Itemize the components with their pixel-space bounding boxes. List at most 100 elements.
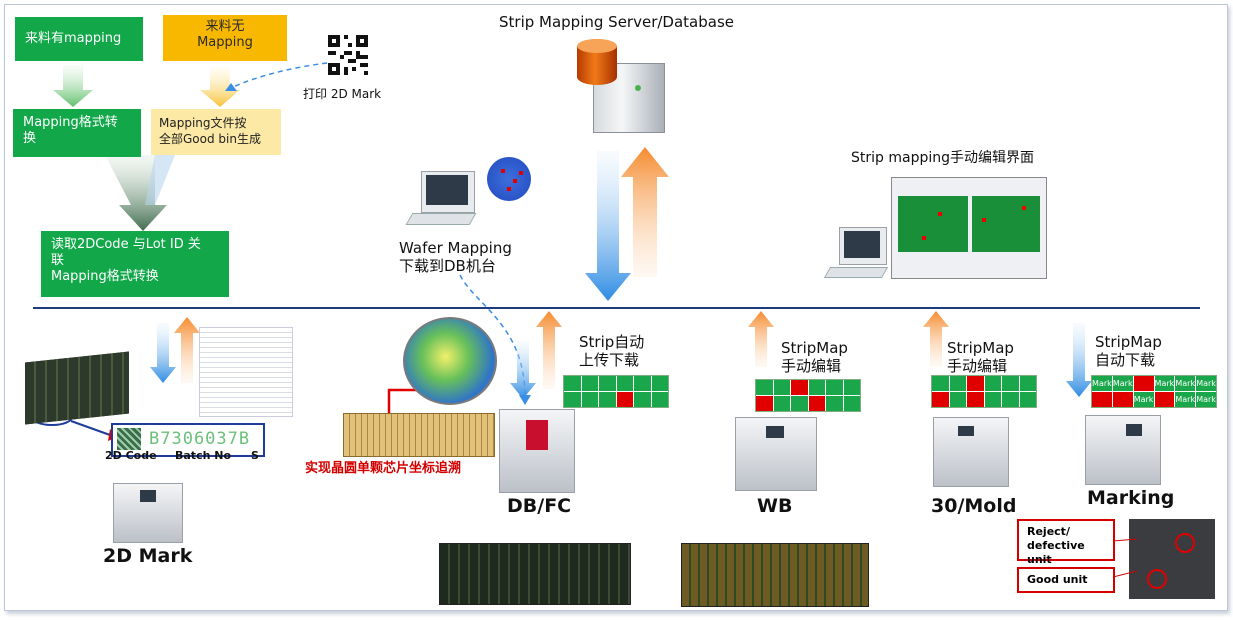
box-incoming-with-mapping: 来料有mapping xyxy=(15,17,143,61)
diagram-frame: 来料有mapping 来料无 Mapping Mapping格式转 换 Mapp… xyxy=(4,4,1228,611)
wafer-map-thumbnail xyxy=(487,157,531,201)
box-incoming-with-mapping-label: 来料有mapping xyxy=(25,31,122,46)
unit-cell-mark: Mark xyxy=(1196,376,1216,391)
edit-defect-dot xyxy=(982,218,986,222)
box-mapping-convert-line1: Mapping格式转 xyxy=(23,115,118,130)
unit-cell-good xyxy=(651,376,668,391)
substrate-image xyxy=(343,413,495,457)
flow-arrow-yellow-1 xyxy=(200,67,240,107)
unit-cell-good xyxy=(1019,392,1036,407)
legend-good-box: Good unit xyxy=(1017,567,1115,593)
unit-cell-reject xyxy=(791,380,808,395)
strip-map-mold xyxy=(931,375,1037,408)
box-mapping-convert: Mapping格式转 换 xyxy=(13,109,141,157)
unit-cell-good xyxy=(756,380,773,395)
unit-cell-good xyxy=(651,392,668,407)
unit-cell-good xyxy=(581,376,598,391)
edit-software-screenshot xyxy=(891,177,1047,279)
arrow-down-dbfc xyxy=(510,341,536,399)
arrow-up-mold xyxy=(923,311,949,367)
strip-photo-2dmark xyxy=(25,351,129,425)
station-marking: Marking xyxy=(1087,487,1175,509)
edit-defect-dot xyxy=(938,212,942,216)
stripmap-marking-line2: 自动下载 xyxy=(1095,351,1156,369)
marking-machine-photo xyxy=(1085,415,1161,485)
arrow-down-2dmark xyxy=(150,323,176,383)
server-database-icon xyxy=(565,35,669,133)
unit-cell-good xyxy=(599,392,616,407)
datamatrix-icon xyxy=(117,428,141,450)
box-incoming-without-mapping-line1: 来料无 xyxy=(205,19,245,34)
unit-cell-reject xyxy=(1133,376,1154,391)
unit-cell-mark: Mark xyxy=(1175,392,1196,407)
unit-cell-good xyxy=(616,376,633,391)
wafer-dot xyxy=(501,169,505,173)
qr-code-icon xyxy=(328,35,368,75)
legend-pointers xyxy=(1113,538,1137,578)
label-batch-no: Batch No xyxy=(175,449,232,462)
unit-cell-mark: Mark xyxy=(1133,392,1154,407)
edit-defect-dot xyxy=(922,236,926,240)
edit-grid-right xyxy=(972,196,1040,252)
unit-cell-good xyxy=(843,380,860,395)
unit-cell-reject xyxy=(1112,392,1133,407)
unit-cell-good xyxy=(843,396,860,411)
legend-reject-box: Reject/ defective unit xyxy=(1017,519,1115,566)
wafer-map-image xyxy=(403,317,497,405)
stripmap-marking-label: StripMap 自动下载 xyxy=(1095,333,1162,369)
stripmap-wb-line2: 手动编辑 xyxy=(781,357,842,375)
strip-highlight-pointer xyxy=(70,420,111,436)
box-incoming-without-mapping-line2: Mapping xyxy=(197,35,253,50)
unit-cell-reject xyxy=(967,376,984,391)
flow-arrow-merge-light xyxy=(145,155,175,205)
strip-map-wb xyxy=(755,379,861,412)
database-cylinder-top xyxy=(577,39,617,53)
unit-cell-good xyxy=(826,380,843,395)
legend-reject-line1: Reject/ xyxy=(1027,525,1070,538)
wafer-dot xyxy=(513,179,517,183)
server-led xyxy=(635,85,641,91)
unit-cell-reject xyxy=(808,396,825,411)
box-read-2dcode-line3: Mapping格式转换 xyxy=(51,269,159,284)
unit-cell-good xyxy=(564,376,581,391)
unit-cell-reject xyxy=(1092,392,1112,407)
strip-map-dbfc xyxy=(563,375,669,408)
strip-auto-line2: 上传下载 xyxy=(579,351,640,369)
manual-edit-ui-label: Strip mapping手动编辑界面 xyxy=(851,150,1034,166)
qr-dashed-arrowhead xyxy=(225,83,237,91)
machine-screen xyxy=(1126,424,1142,436)
qr-dashed-connector xyxy=(232,62,328,88)
arrow-up-dbfc xyxy=(536,311,562,389)
unit-cell-good xyxy=(808,380,825,395)
arrow-down-marking xyxy=(1066,323,1092,397)
unit-cell-good xyxy=(932,376,949,391)
box-goodbin-line2: 全部Good bin生成 xyxy=(159,132,261,146)
unit-cell-good xyxy=(773,396,790,411)
edit-computer-icon xyxy=(823,223,899,287)
keyboard xyxy=(823,267,889,278)
unit-cell-good xyxy=(1002,376,1019,391)
unit-cell-good xyxy=(773,380,790,395)
unit-cell-good xyxy=(634,392,651,407)
wafer-mapping-line1: Wafer Mapping xyxy=(399,239,512,257)
unit-cell-mark: Mark xyxy=(1092,376,1112,391)
unit-cell-reject xyxy=(1154,392,1175,407)
wafer-mapping-computer-icon xyxy=(401,165,491,231)
unit-cell-good xyxy=(581,392,598,407)
machine-screen xyxy=(766,426,784,438)
station-dbfc: DB/FC xyxy=(507,495,572,517)
unit-cell-reject xyxy=(616,392,633,407)
unit-cell-mark: Mark xyxy=(1112,376,1133,391)
legend-pointer-good xyxy=(1113,570,1137,578)
strip-auto-line1: Strip自动 xyxy=(579,333,645,351)
wafer-mapping-label: Wafer Mapping 下载到DB机台 xyxy=(399,239,512,275)
marked-units-photo xyxy=(1129,519,1215,599)
reject-circle-marker xyxy=(1175,533,1195,553)
unit-cell-mark: Mark xyxy=(1154,376,1175,391)
good-circle-marker xyxy=(1147,569,1167,589)
monitor-screen xyxy=(844,231,880,258)
wafer-dot xyxy=(519,171,523,175)
stripmap-marking-line1: StripMap xyxy=(1095,333,1162,351)
stripmap-mold-label: StripMap 手动编辑 xyxy=(947,339,1014,375)
molded-strip-photo xyxy=(439,543,631,605)
